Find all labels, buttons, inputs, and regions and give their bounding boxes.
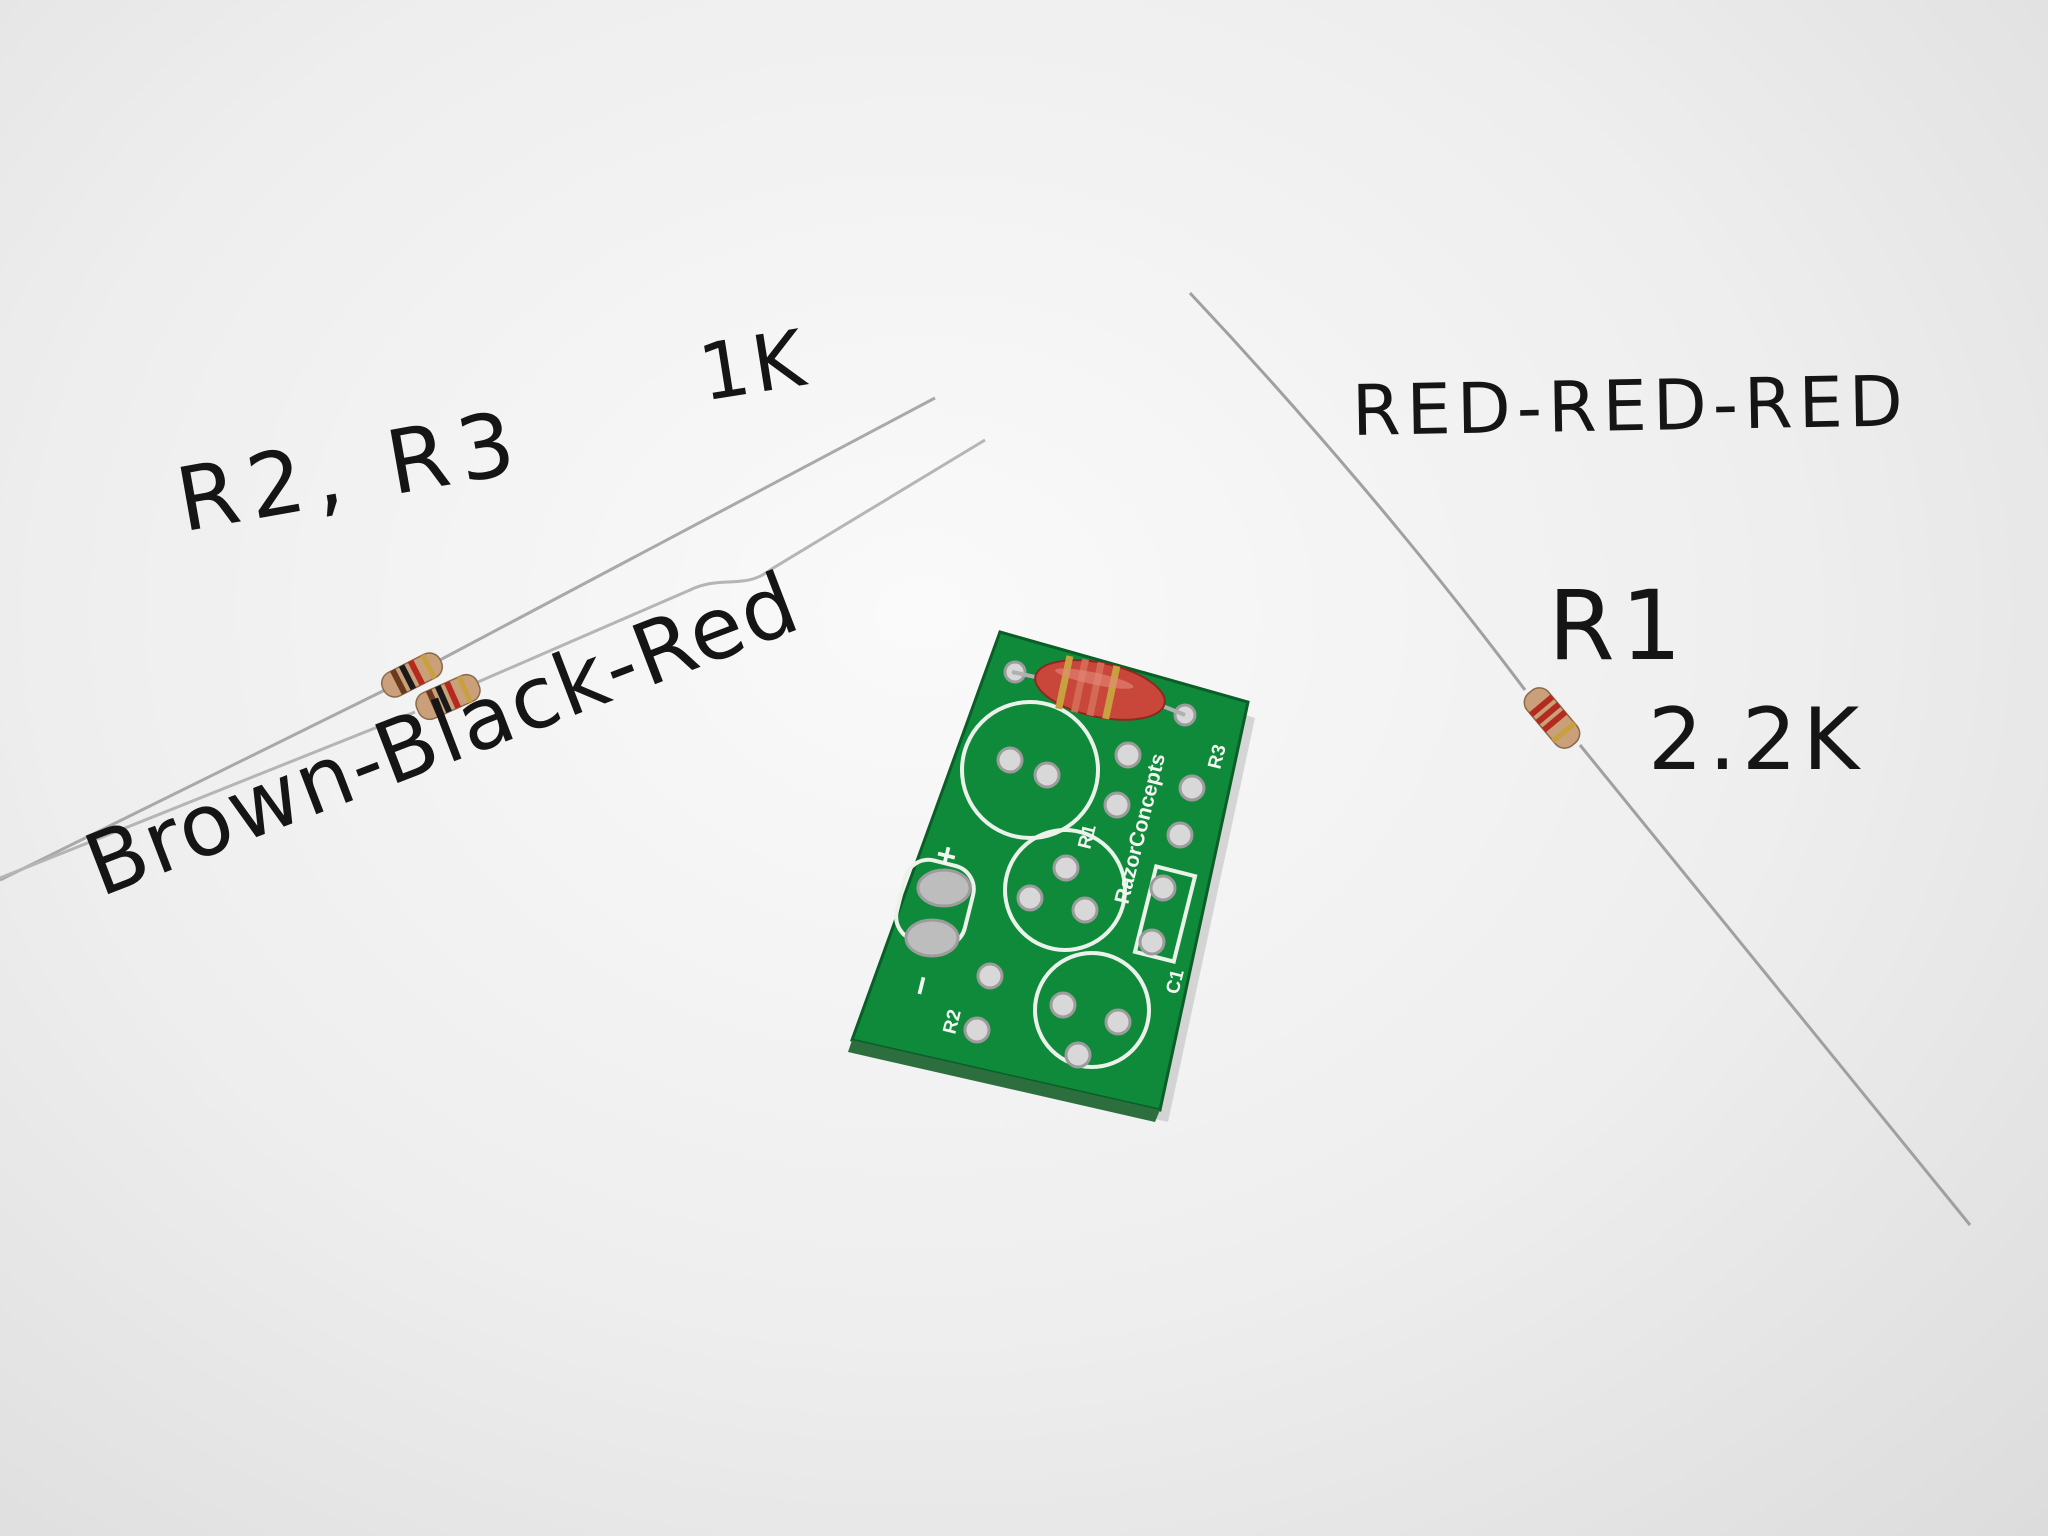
resistor-r3 (0, 438, 986, 880)
resistor-r2 (0, 396, 936, 882)
label-r1: R1 (1548, 570, 1688, 682)
label-1k: 1K (692, 313, 815, 420)
resistor-r1 (1188, 291, 1972, 1226)
pcb-board: RazorConcepts R1 R3 C1 R2 + − (848, 630, 1250, 1122)
inductor (1011, 655, 1186, 721)
label-2-2k: 2.2K (1648, 690, 1866, 790)
label-red-red-red: RED-RED-RED (1351, 360, 1910, 452)
